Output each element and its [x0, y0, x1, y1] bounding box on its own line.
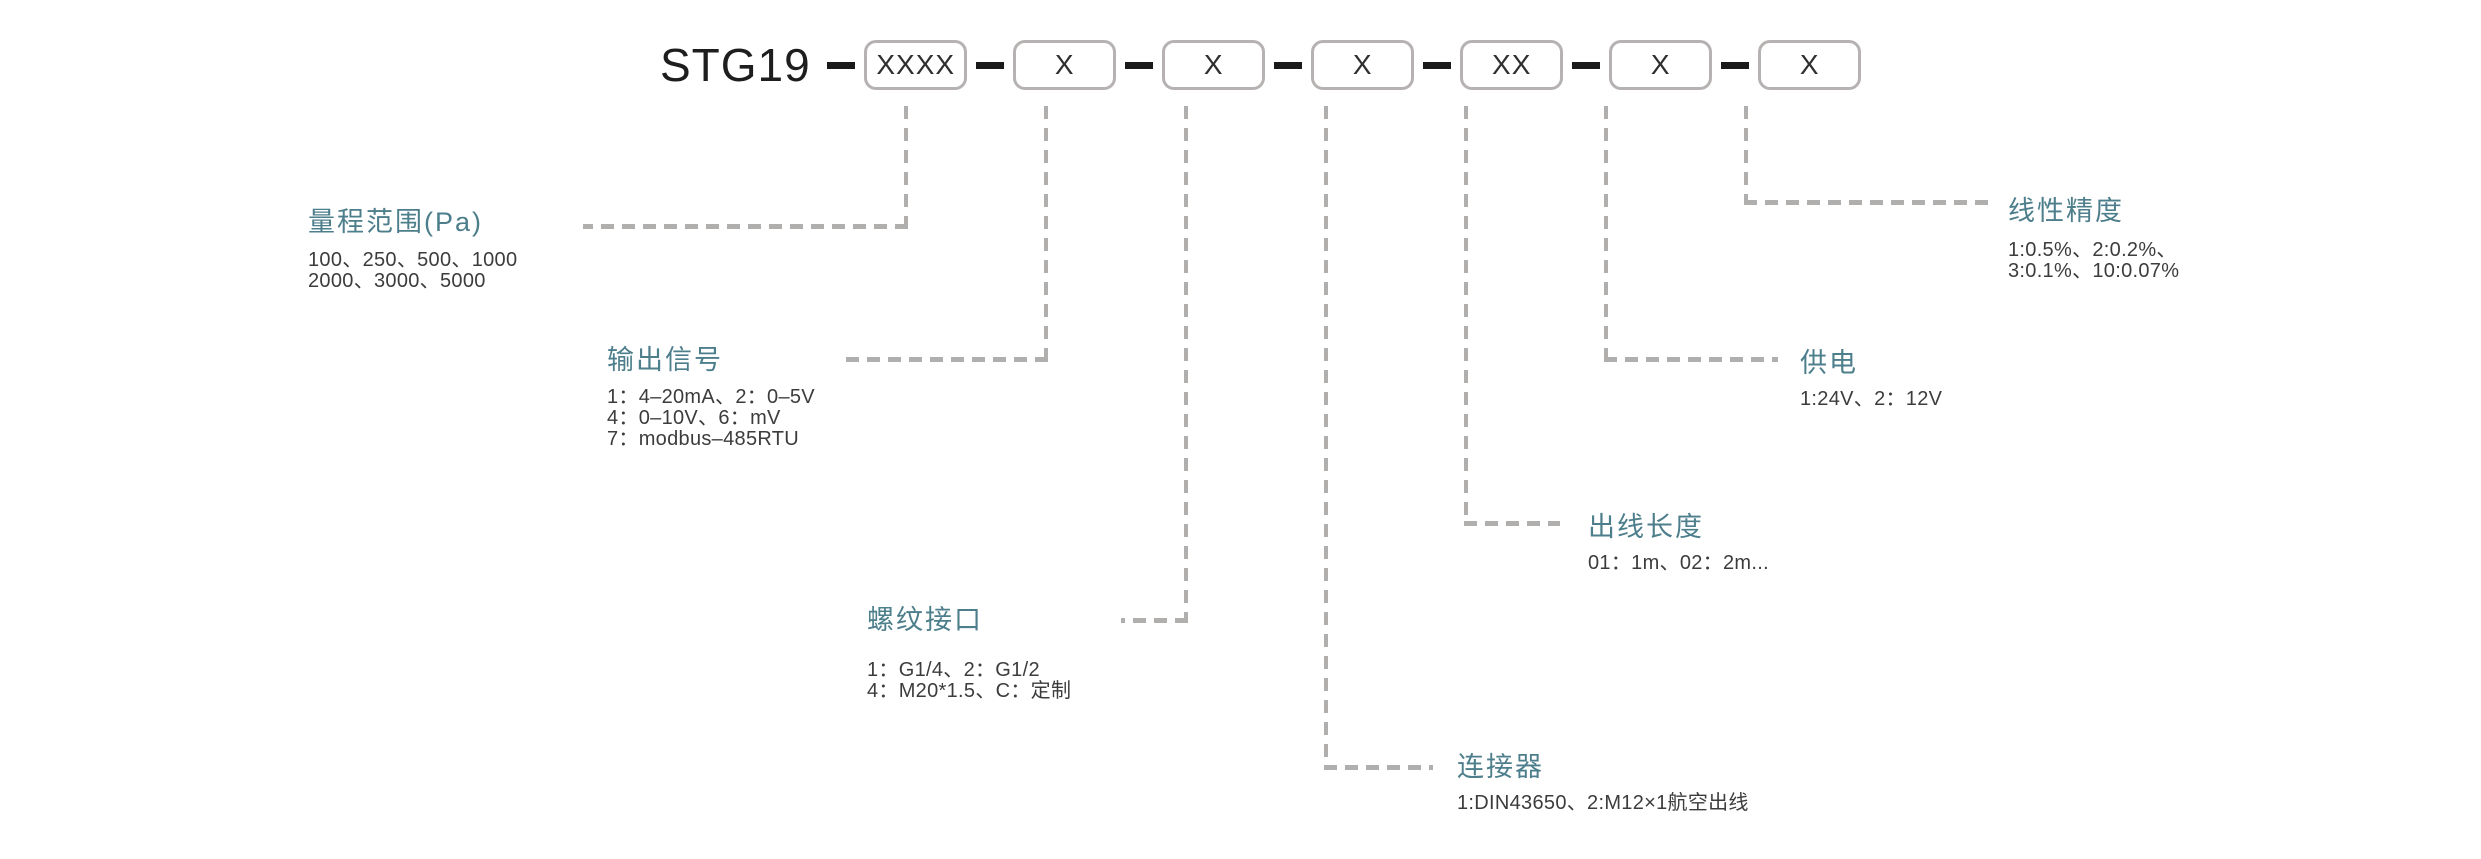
field-range: 量程范围(Pa) 100、250、500、1000 2000、3000、5000 [308, 206, 517, 292]
leader-line-connector-horizontal [1324, 765, 1433, 770]
leader-line-range-vertical [904, 106, 908, 229]
leader-line-power-horizontal [1604, 357, 1778, 362]
field-output-signal-label: 输出信号 [607, 345, 723, 375]
field-range-line: 100、250、500、1000 [308, 249, 518, 271]
code-box-accuracy: X [1758, 40, 1862, 90]
field-thread-label: 螺纹接口 [867, 605, 983, 635]
field-power-values: 1:24V、2：12V [1800, 389, 1942, 410]
code-box-cable-length: XX [1460, 40, 1564, 90]
leader-line-range-horizontal [583, 224, 908, 229]
connector-dash [1125, 61, 1154, 69]
field-accuracy-line: 3:0.1%、10:0.07% [2008, 260, 2180, 282]
field-thread-line: 4：M20*1.5、C：定制 [867, 680, 1072, 702]
field-connector-label: 连接器 [1457, 752, 1544, 782]
code-box-connector: X [1311, 40, 1415, 90]
field-thread-values: 1：G1/4、2：G1/2 4：M20*1.5、C：定制 [867, 660, 1071, 702]
field-thread-line: 1：G1/4、2：G1/2 [867, 659, 1040, 681]
leader-line-output-signal-horizontal [842, 357, 1048, 362]
field-range-line: 2000、3000、5000 [308, 270, 486, 292]
connector-dash [976, 61, 1005, 69]
field-accuracy-line: 1:0.5%、2:0.2%、 [2008, 239, 2177, 261]
field-output-signal-line: 4：0–10V、6：mV [607, 407, 781, 429]
connector-dash [1572, 61, 1601, 69]
field-cable-length-label: 出线长度 [1588, 512, 1704, 542]
leader-line-thread-vertical [1184, 106, 1188, 623]
field-thread: 螺纹接口 1：G1/4、2：G1/2 4：M20*1.5、C：定制 [867, 604, 1071, 702]
field-output-signal-values: 1：4–20mA、2：0–5V 4：0–10V、6：mV 7：modbus–48… [607, 387, 815, 450]
field-accuracy-values: 1:0.5%、2:0.2%、 3:0.1%、10:0.07% [2008, 240, 2179, 282]
field-power: 供电 1:24V、2：12V [1800, 347, 1942, 410]
field-output-signal-line: 1：4–20mA、2：0–5V [607, 386, 815, 408]
code-box-range: XXXX [864, 40, 968, 90]
leader-line-connector-vertical [1324, 106, 1328, 770]
leader-line-accuracy-horizontal [1744, 200, 1993, 205]
leader-line-power-vertical [1604, 106, 1608, 362]
code-box-thread: X [1162, 40, 1266, 90]
leader-line-cable-length-horizontal [1464, 521, 1560, 526]
connector-dash [1274, 61, 1303, 69]
leader-line-thread-horizontal [1121, 618, 1188, 623]
field-cable-length: 出线长度 01：1m、02：2m... [1588, 511, 1769, 574]
code-box-output-signal: X [1013, 40, 1117, 90]
field-cable-length-values: 01：1m、02：2m... [1588, 553, 1769, 574]
connector-dash [1423, 61, 1452, 69]
model-code-row: STG19 XXXX X X X XX X X [660, 39, 1866, 91]
field-connector-values: 1:DIN43650、2:M12×1航空出线 [1457, 793, 1749, 814]
field-connector: 连接器 1:DIN43650、2:M12×1航空出线 [1457, 751, 1749, 814]
field-connector-line: 1:DIN43650、2:M12×1航空出线 [1457, 792, 1749, 814]
leader-line-cable-length-vertical [1464, 106, 1468, 526]
connector-dash [1721, 61, 1750, 69]
field-range-label: 量程范围(Pa) [308, 207, 484, 237]
leader-line-output-signal-vertical [1044, 106, 1048, 362]
model-prefix: STG19 [660, 39, 811, 91]
field-output-signal: 输出信号 1：4–20mA、2：0–5V 4：0–10V、6：mV 7：modb… [607, 344, 815, 450]
field-power-label: 供电 [1800, 348, 1858, 378]
field-range-values: 100、250、500、1000 2000、3000、5000 [308, 250, 517, 292]
field-output-signal-line: 7：modbus–485RTU [607, 428, 800, 450]
leader-line-accuracy-vertical [1744, 106, 1748, 205]
connector-dash [827, 61, 856, 69]
field-cable-length-line: 01：1m、02：2m... [1588, 552, 1769, 574]
field-power-line: 1:24V、2：12V [1800, 388, 1943, 410]
field-accuracy-label: 线性精度 [2008, 196, 2124, 226]
field-accuracy: 线性精度 1:0.5%、2:0.2%、 3:0.1%、10:0.07% [2008, 195, 2179, 282]
code-box-power: X [1609, 40, 1713, 90]
